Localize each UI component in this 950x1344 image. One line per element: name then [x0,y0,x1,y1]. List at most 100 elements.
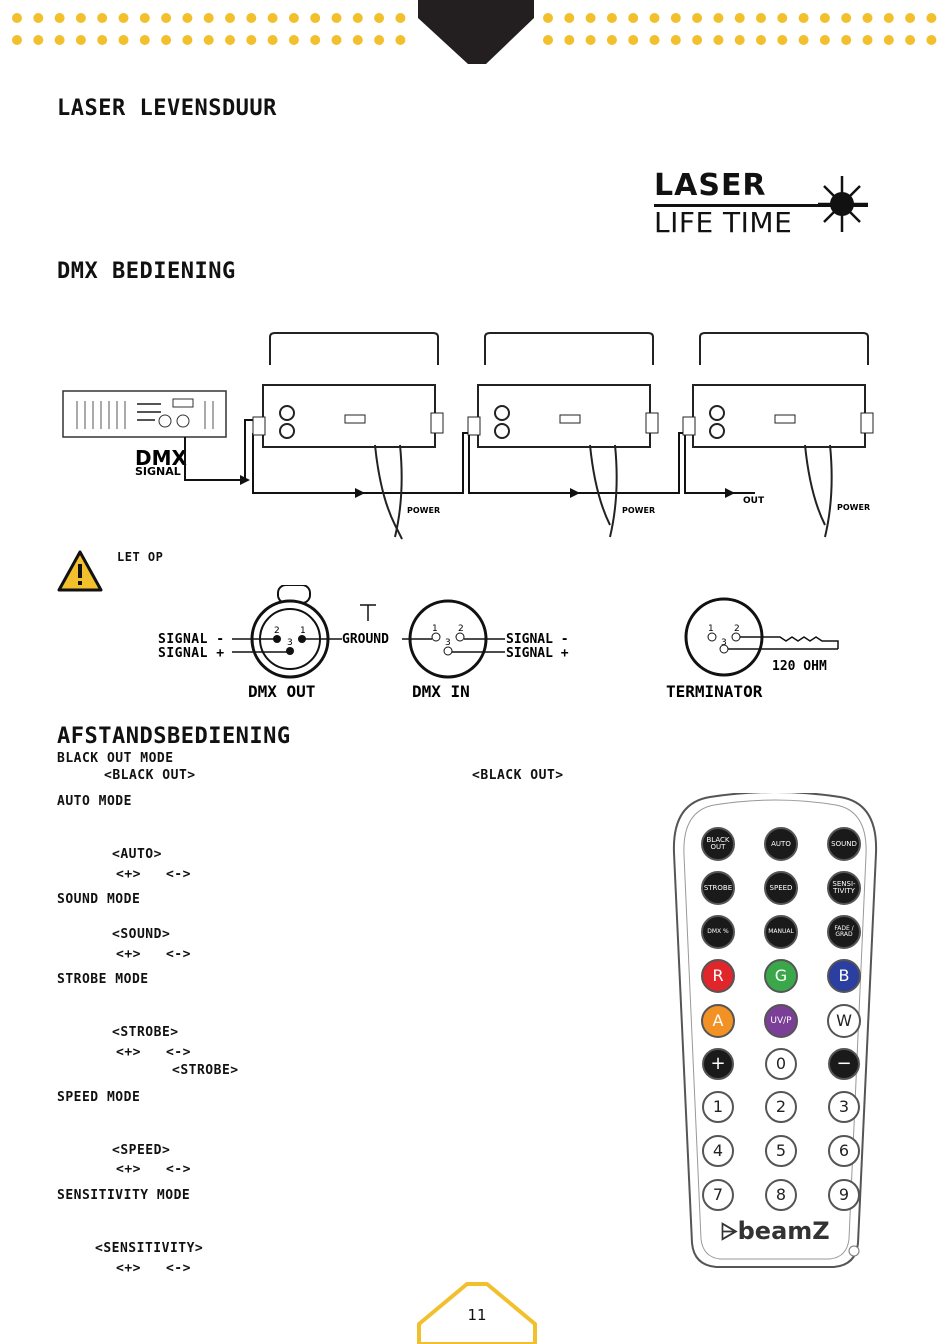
header-dot [288,35,299,45]
header-dot [543,35,553,45]
header-dot [352,35,363,45]
remote-button-plus[interactable]: + [702,1048,734,1080]
blackout-mode-title: BLACK OUT MODE [57,751,174,766]
sound-key: <SOUND> [112,927,171,942]
header-dot [756,35,766,45]
dmx-in-label: DMX IN [412,682,470,701]
remote-button-dmx[interactable]: DMX % [701,915,735,949]
remote-button-9[interactable]: 9 [828,1179,860,1211]
laser-fixture-3 [682,332,874,538]
sensitivity-key: <SENSITIVITY> [95,1241,204,1256]
header-dot [798,35,809,45]
logo-line-2: LIFE TIME [654,206,793,239]
remote-button-3[interactable]: 3 [828,1091,860,1123]
header-dot [905,35,916,45]
header-dot [798,13,809,23]
remote-button-minus[interactable]: − [828,1048,860,1080]
header-dot [139,35,150,45]
remote-button-4[interactable]: 4 [702,1135,734,1167]
laser-burst-icon [818,176,868,232]
header-dot [756,13,766,23]
strobe-plus-minus: <+> <-> [116,1045,191,1060]
header-dot [585,13,596,23]
auto-key: <AUTO> [112,847,162,862]
remote-button-8[interactable]: 8 [765,1179,797,1211]
remote-button-sensi-tivity[interactable]: SENSI- TIVITY [827,871,861,905]
warning-label: LET OP [117,550,164,564]
header-dot [862,13,873,23]
remote-button-5[interactable]: 5 [765,1135,797,1167]
header-dot [395,35,406,45]
header-dot [310,13,321,23]
header-dot [267,35,278,45]
term-pin-3-label: 3 [721,638,727,648]
blackout-key-2: <BLACK OUT> [472,768,564,783]
header-dot [97,35,108,45]
remote-button-sound[interactable]: SOUND [827,827,861,861]
header-dot [692,35,703,45]
in-pin-1-label: 1 [432,624,438,634]
remote-button-fade-grad[interactable]: FADE / GRAD [827,915,861,949]
header-dot [628,13,639,23]
header-dot [374,13,385,23]
header-dot [543,13,553,23]
ohm-label: 120 OHM [772,659,827,674]
remote-button-color-g[interactable]: G [764,959,798,993]
sensitivity-plus-minus: <+> <-> [116,1261,191,1276]
header-dot [246,35,257,45]
header-dot [203,13,214,23]
header-dot [267,13,278,23]
dmx-out-connector [250,585,330,679]
header-dot [777,13,788,23]
power-label-2: POWER [622,506,655,515]
dmx-out-label: DMX OUT [248,682,315,701]
remote-button-color-b[interactable]: B [827,959,861,993]
remote-button-color-w[interactable]: W [827,1004,861,1038]
header-dot [203,35,214,45]
remote-brand-text: beamZ [737,1217,830,1245]
heading-laser-levensduur: LASER LEVENSDUUR [57,96,277,121]
remote-button-speed[interactable]: SPEED [764,871,798,905]
header-tab-shape [418,0,534,64]
header-dot [246,13,257,23]
header-dot [926,13,937,23]
heading-dmx-bediening: DMX BEDIENING [57,259,236,284]
terminator-connector [684,597,839,677]
remote-button-black-out[interactable]: BLACK OUT [701,827,735,861]
dmx-label: DMX [135,446,188,470]
remote-button-color-a[interactable]: A [701,1004,735,1038]
speed-plus-minus: <+> <-> [116,1162,191,1177]
dmx-controller [62,390,227,438]
header-dot [606,13,617,23]
header-dot [649,13,660,23]
header-dot [734,35,745,45]
out-label: OUT [743,496,765,506]
header-dot [225,35,235,45]
logo-line-1: LASER [654,168,767,203]
remote-control: BLACK OUT AUTO SOUND STROBE SPEED SENSI- TIVI… [670,793,880,1273]
header-dot [12,13,22,23]
remote-button-0[interactable]: 0 [765,1048,797,1080]
header-dot [97,13,108,23]
header-dot [692,13,703,23]
sound-plus-minus: <+> <-> [116,947,191,962]
power-label-1: POWER [407,506,440,515]
remote-button-color-r[interactable]: R [701,959,735,993]
header-dot [75,35,86,45]
remote-button-color-uv-p[interactable]: UV/P [764,1004,798,1038]
remote-button-auto[interactable]: AUTO [764,827,798,861]
header-dot [33,13,44,23]
signal-minus-right: SIGNAL - [506,632,569,647]
remote-button-7[interactable]: 7 [702,1179,734,1211]
remote-button-1[interactable]: 1 [702,1091,734,1123]
remote-button-manual[interactable]: MANUAL [764,915,798,949]
header-dot [883,13,894,23]
header-dot [649,35,660,45]
blackout-key-1: <BLACK OUT> [104,768,196,783]
remote-button-2[interactable]: 2 [765,1091,797,1123]
header-dot [118,13,129,23]
remote-button-6[interactable]: 6 [828,1135,860,1167]
header-dot [395,13,406,23]
remote-button-strobe[interactable]: STROBE [701,871,735,905]
